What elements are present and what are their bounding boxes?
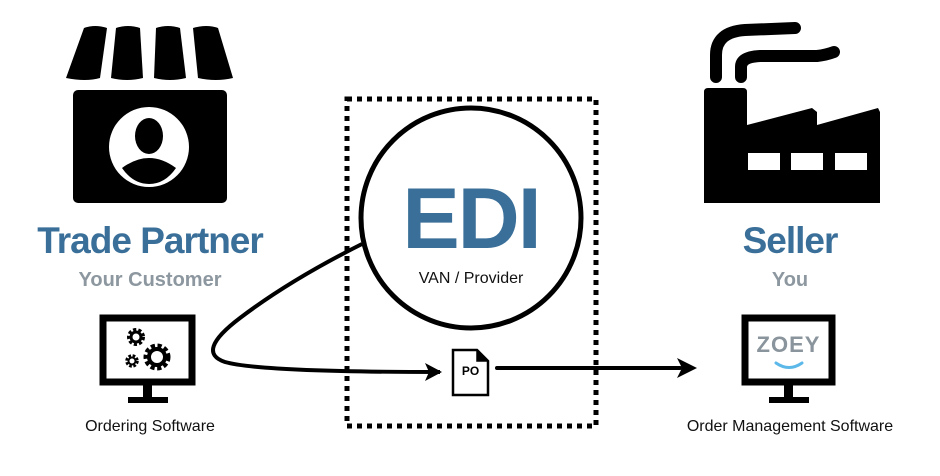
document-icon bbox=[451, 348, 490, 397]
zoey-smile-icon bbox=[774, 361, 804, 369]
edi-title: EDI bbox=[402, 171, 541, 267]
seller-subtitle: You bbox=[771, 269, 809, 291]
gear-icon bbox=[143, 343, 171, 371]
monitor-zoey-icon bbox=[741, 314, 836, 403]
seller-title: Seller bbox=[742, 220, 839, 261]
edi-circle bbox=[358, 105, 584, 331]
gear-icon bbox=[125, 354, 139, 368]
order-management-software-label: Order Management Software bbox=[686, 418, 894, 435]
ordering-software-label: Ordering Software bbox=[85, 418, 215, 435]
storefront-person-icon bbox=[66, 26, 233, 203]
monitor-gears-icon bbox=[99, 314, 196, 403]
flow-curve-to-po bbox=[211, 242, 441, 374]
arrowhead-to-seller bbox=[677, 358, 697, 378]
zoey-logo-text: ZOEY bbox=[756, 332, 821, 357]
van-provider-label: VAN / Provider bbox=[418, 270, 524, 287]
trade-partner-subtitle: Your Customer bbox=[78, 269, 222, 291]
arrowhead-to-po bbox=[425, 363, 442, 381]
gear-icon bbox=[127, 328, 145, 346]
factory-icon bbox=[704, 22, 880, 203]
trade-partner-title: Trade Partner bbox=[37, 220, 264, 261]
po-label: PO bbox=[461, 364, 480, 378]
van-boundary-box bbox=[344, 96, 599, 429]
